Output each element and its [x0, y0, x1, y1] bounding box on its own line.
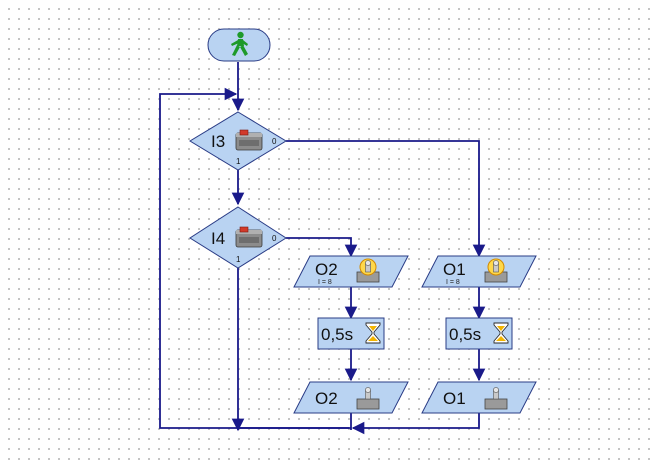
output-o2-lamp-off-block[interactable]: O2 — [293, 381, 409, 414]
output-o1-intensity: I = 8 — [446, 279, 460, 286]
output-o2-label: O2 — [315, 260, 338, 279]
branch-i3-input-label: I3 — [211, 132, 225, 151]
output-o1-off-label: O1 — [443, 389, 466, 408]
output-o1-label: O1 — [443, 260, 466, 279]
pushbutton-sensor-icon — [235, 129, 263, 151]
branch-i4-port-1: 1 — [236, 255, 241, 264]
wait-left-block[interactable]: 0,5s — [317, 317, 385, 350]
green-walking-man-icon — [231, 31, 248, 56]
output-o1-lamp-off-block[interactable]: O1 — [421, 381, 537, 414]
output-o2-lamp-on-block[interactable]: O2 I = 8 — [293, 255, 409, 288]
branch-i3-port-0: 0 — [272, 137, 277, 146]
wait-right-duration: 0,5s — [449, 325, 481, 344]
start-block[interactable] — [207, 28, 271, 62]
branch-i3[interactable]: I3 0 1 — [189, 111, 287, 171]
flow-lines — [159, 62, 486, 435]
output-o2-intensity: I = 8 — [318, 279, 332, 286]
branch-i4-port-0: 0 — [272, 234, 277, 243]
pushbutton-sensor-icon — [235, 226, 263, 248]
branch-i3-port-1: 1 — [236, 157, 241, 166]
output-o2-off-label: O2 — [315, 389, 338, 408]
branch-i4[interactable]: I4 0 1 — [189, 206, 287, 269]
wait-left-duration: 0,5s — [321, 325, 353, 344]
branch-i4-input-label: I4 — [211, 229, 225, 248]
output-o1-lamp-on-block[interactable]: O1 I = 8 — [421, 255, 537, 288]
wait-right-block[interactable]: 0,5s — [445, 317, 513, 350]
